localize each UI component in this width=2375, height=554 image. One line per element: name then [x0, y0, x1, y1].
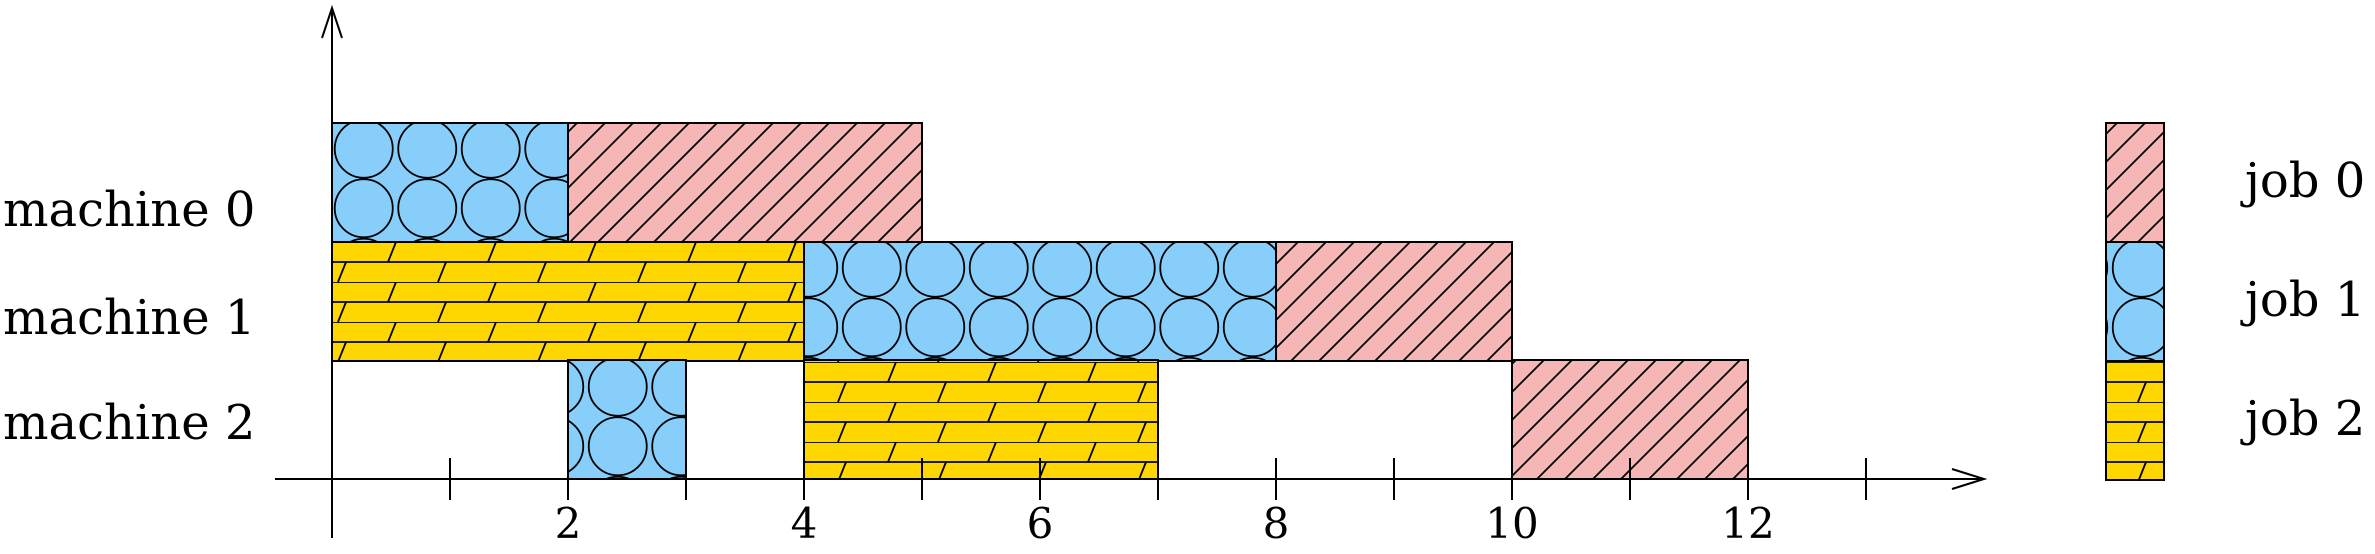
machine-label-2: machine 2 [3, 395, 255, 451]
task-bar-m0-job1 [331, 122, 569, 243]
legend-swatch-job-0 [2105, 122, 2165, 243]
legend-swatch-job-2 [2105, 360, 2165, 481]
task-bar-m0-job0 [567, 122, 923, 243]
y-axis-arrow [321, 4, 343, 39]
task-bar-m1-job0 [1275, 241, 1513, 362]
axes [275, 4, 1988, 538]
x-tick-label-10: 10 [1485, 499, 1538, 548]
x-ticks: 2 4 6 8 10 12 [449, 458, 1867, 548]
task-bars [331, 122, 1749, 480]
task-bar-m2-job1 [567, 359, 687, 480]
legend-label-job-0: job 0 [2240, 153, 2365, 209]
legend: job 0 job 1 job 2 [2105, 122, 2365, 481]
legend-label-job-1: job 1 [2240, 272, 2365, 328]
x-tick-label-12: 12 [1721, 499, 1774, 548]
legend-label-job-2: job 2 [2240, 391, 2365, 447]
machine-label-0: machine 0 [3, 182, 255, 238]
x-tick-label-6: 6 [1027, 499, 1054, 548]
row-labels: machine 0 machine 1 machine 2 [3, 182, 255, 451]
machine-label-1: machine 1 [3, 290, 255, 346]
x-axis-arrow [1951, 468, 1988, 490]
task-bar-m2-job2 [803, 359, 1159, 480]
task-bar-m1-job2 [331, 241, 805, 362]
x-tick-label-4: 4 [791, 499, 818, 548]
task-bar-m1-job1 [803, 241, 1277, 362]
legend-swatch-job-1 [2105, 241, 2165, 362]
x-tick-label-2: 2 [555, 499, 582, 548]
x-tick-label-8: 8 [1263, 499, 1290, 548]
